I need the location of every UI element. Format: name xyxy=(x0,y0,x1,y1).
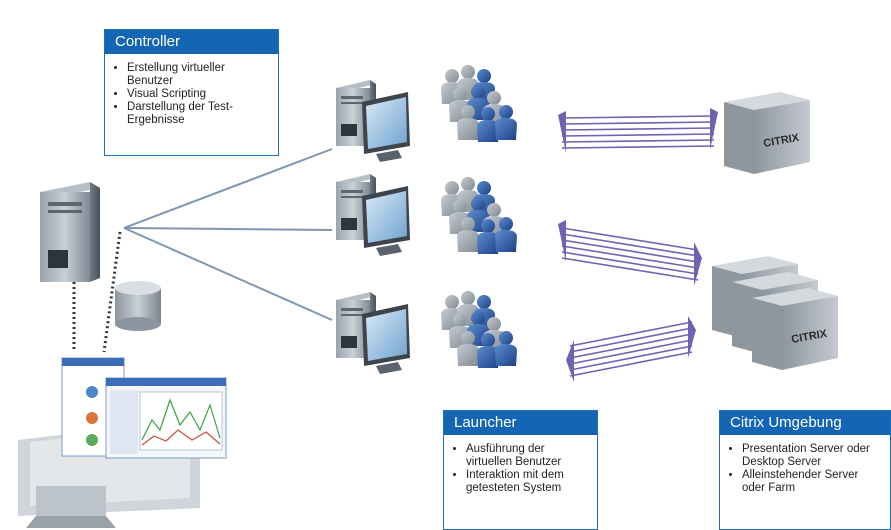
traffic-arrows xyxy=(561,115,715,377)
launcher-row-2 xyxy=(336,174,517,256)
list-item: Presentation Server oder Desktop Server xyxy=(742,443,882,469)
citrix-environment-box: Citrix Umgebung Presentation Server oder… xyxy=(719,410,891,530)
controller-list: Erstellung virtueller Benutzer Visual Sc… xyxy=(105,54,278,133)
arrow-heads xyxy=(558,108,718,382)
controller-box: Controller Erstellung virtueller Benutze… xyxy=(104,29,279,156)
citrix-title: Citrix Umgebung xyxy=(720,411,890,435)
controller-workstation-icon xyxy=(18,357,227,528)
launcher-box: Launcher Ausführung der virtuellen Benut… xyxy=(443,410,598,530)
list-item: Ausführung der virtuellen Benutzer xyxy=(466,443,589,469)
launcher-workstation-icon xyxy=(336,292,410,374)
launcher-workstation-icon xyxy=(336,80,410,162)
list-item: Erstellung virtueller Benutzer xyxy=(127,62,270,88)
launcher-row-1 xyxy=(336,65,517,162)
connection-lines xyxy=(123,148,333,321)
list-item: Darstellung der Test-Ergebnisse xyxy=(127,101,270,127)
virtual-users-icon xyxy=(441,65,517,142)
controller-title: Controller xyxy=(105,30,278,54)
list-item: Interaktion mit dem getesteten System xyxy=(466,469,589,495)
database-icon xyxy=(115,281,161,331)
launcher-title: Launcher xyxy=(444,411,597,435)
controller-server-icon xyxy=(40,182,100,282)
launcher-workstation-icon xyxy=(336,174,410,256)
citrix-list: Presentation Server oder Desktop Server … xyxy=(720,435,890,501)
launcher-list: Ausführung der virtuellen Benutzer Inter… xyxy=(444,435,597,501)
launcher-row-3 xyxy=(336,291,517,374)
dotted-links xyxy=(72,231,122,353)
list-item: Alleinstehender Server oder Farm xyxy=(742,469,882,495)
citrix-server-single xyxy=(724,92,810,174)
citrix-server-farm xyxy=(712,256,838,370)
virtual-users-icon xyxy=(441,177,517,254)
virtual-users-icon xyxy=(441,291,517,368)
list-item: Visual Scripting xyxy=(127,88,270,101)
